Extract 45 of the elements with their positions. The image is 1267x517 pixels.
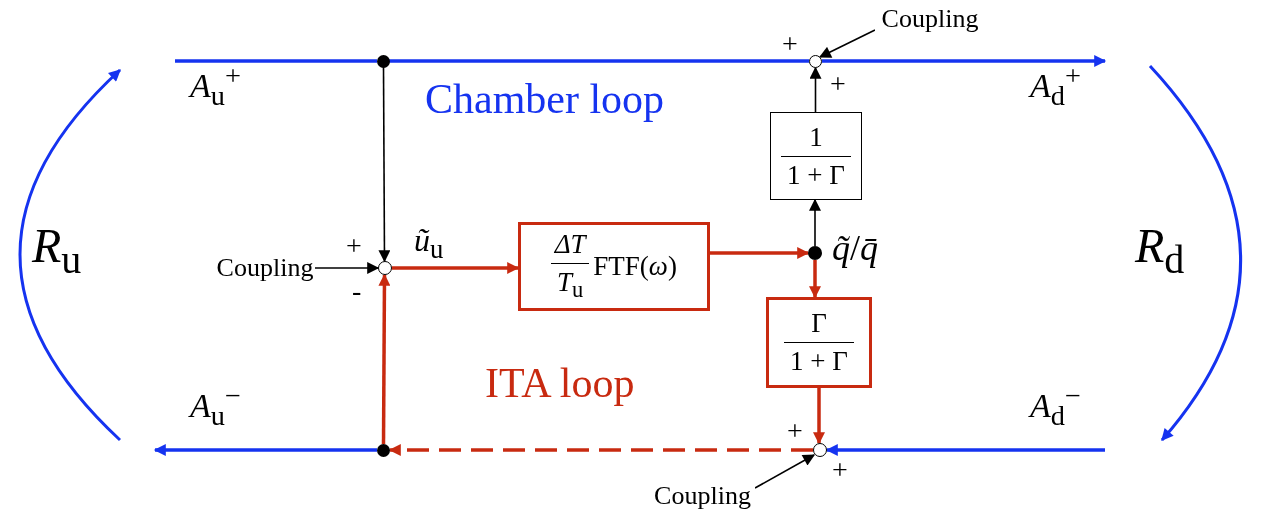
reflection-label: R$_{d}$ [1135, 222, 1185, 280]
arrow [378, 273, 391, 444]
arrow [710, 247, 810, 259]
arrow [754, 454, 816, 489]
arrow [392, 262, 520, 274]
summing-junction [809, 55, 822, 68]
fraction-numerator: 1 [809, 121, 823, 153]
arrow [818, 29, 876, 58]
arrow [314, 262, 380, 274]
sign-label: + [346, 232, 362, 260]
fraction-numerator: ΔT [554, 229, 586, 261]
fraction-denominator: 1 + Γ [781, 155, 851, 191]
arrow [809, 66, 822, 113]
sign-label: + [782, 30, 798, 58]
sign-label: + [832, 456, 848, 484]
signal-line [175, 59, 377, 63]
signal-label: q̃/q̄ [832, 230, 878, 266]
fraction-numerator: Γ [811, 308, 827, 339]
arrow [809, 260, 821, 299]
sign-label: - [352, 277, 362, 305]
arrow [825, 444, 1105, 456]
loop-label: Chamber loop [425, 78, 665, 120]
junction-dot [808, 246, 822, 260]
arrow [822, 55, 1107, 67]
fraction-denominator: 1 + Γ [784, 342, 854, 377]
transfer-function-box [770, 112, 862, 200]
fraction-denominator: T$_{u}$ [551, 263, 590, 304]
summing-junction [813, 443, 827, 457]
summing-junction [378, 261, 392, 275]
arrow [813, 388, 825, 445]
loop-label: ITA loop [485, 362, 635, 404]
function-text: FTF(ω) [593, 251, 677, 282]
arrow [388, 444, 813, 456]
signal-line [389, 59, 809, 63]
sign-label: + [830, 70, 846, 98]
signal-label: ũ$_{u}$ [414, 224, 444, 264]
arrow [153, 444, 377, 456]
transfer-function-box [766, 297, 872, 388]
reflection-label: R$_{u}$ [32, 222, 82, 280]
junction-dot [377, 55, 390, 68]
sign-label: + [787, 417, 803, 445]
arrow [378, 66, 391, 263]
arrow [809, 198, 821, 247]
transfer-function-box [518, 222, 710, 311]
junction-dot [377, 444, 390, 457]
